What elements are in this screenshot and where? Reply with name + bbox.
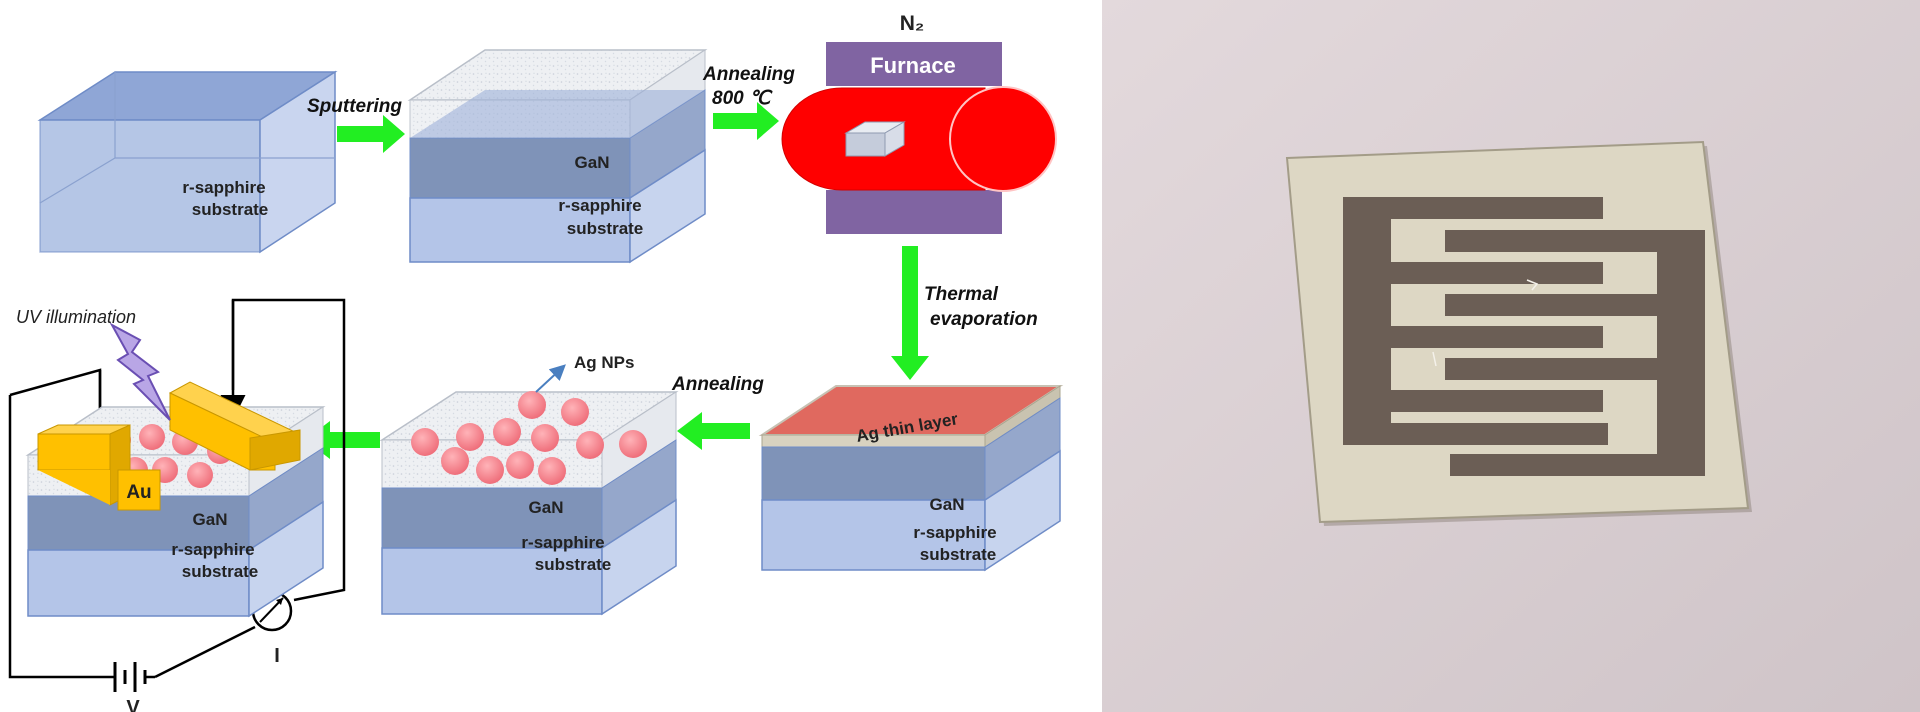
uv-lightning-icon: [109, 322, 171, 421]
step1-substrate: r-sapphire substrate: [37, 70, 338, 254]
au-label: Au: [126, 482, 151, 503]
substrate-label-1a: r-sapphire: [182, 178, 265, 197]
step3-ag-layer: Ag thin layer GaN r-sapphire substrate: [758, 385, 1064, 572]
substrate-label-4b: substrate: [535, 555, 612, 574]
arrow-thermal-evaporation: Thermal evaporation: [891, 246, 1038, 380]
annealing-label: Annealing: [671, 374, 764, 395]
annealing-temp-label: 800 ℃: [712, 88, 773, 109]
interdigitated-electrodes: [1343, 197, 1705, 476]
substrate-label-2a: r-sapphire: [558, 196, 641, 215]
step2-gan-substrate: GaN r-sapphire substrate: [407, 49, 708, 264]
chip-photo: [1285, 140, 1752, 526]
device-photo: [1102, 0, 1920, 712]
uv-label: UV illumination: [16, 307, 136, 327]
battery-icon: [113, 662, 155, 692]
furnace-sample: [844, 121, 906, 157]
voltage-label: V: [126, 697, 140, 712]
gan-label-3: GaN: [930, 495, 965, 514]
step5-device: V I Au: [8, 298, 346, 712]
au-electrode-right: [168, 381, 301, 471]
arrow-to-device: [305, 421, 380, 459]
evaporation-label: evaporation: [930, 309, 1038, 330]
substrate-label-3b: substrate: [920, 545, 997, 564]
thermal-label: Thermal: [924, 284, 999, 305]
arrow-sputtering: Sputtering: [307, 96, 405, 153]
arrow-annealing: Annealing: [671, 374, 764, 450]
sputtering-label: Sputtering: [307, 96, 402, 117]
gan-label-2: GaN: [575, 153, 610, 172]
arrow-annealing-800: Annealing 800 ℃: [702, 64, 795, 140]
substrate-label-5a: r-sapphire: [171, 540, 254, 559]
substrate-label-2b: substrate: [567, 219, 644, 238]
n2-label: N₂: [900, 12, 925, 35]
substrate-label-4a: r-sapphire: [521, 533, 604, 552]
substrate-label-3a: r-sapphire: [913, 523, 996, 542]
substrate-label-5b: substrate: [182, 562, 259, 581]
furnace-label: Furnace: [870, 53, 956, 78]
step4-ag-nanoparticles: Ag NPs GaN r-sapphire substrate: [379, 353, 679, 616]
nanoparticles: [411, 391, 647, 485]
ag-nps-label: Ag NPs: [574, 353, 634, 372]
au-electrode-left: Au: [37, 424, 161, 511]
gan-label-4: GaN: [529, 498, 564, 517]
annealing-hot-label: Annealing: [702, 64, 795, 85]
current-label: I: [274, 645, 280, 667]
gan-label-5: GaN: [193, 510, 228, 529]
substrate-label-1b: substrate: [192, 200, 269, 219]
furnace: N₂ Furnace: [781, 12, 1057, 234]
